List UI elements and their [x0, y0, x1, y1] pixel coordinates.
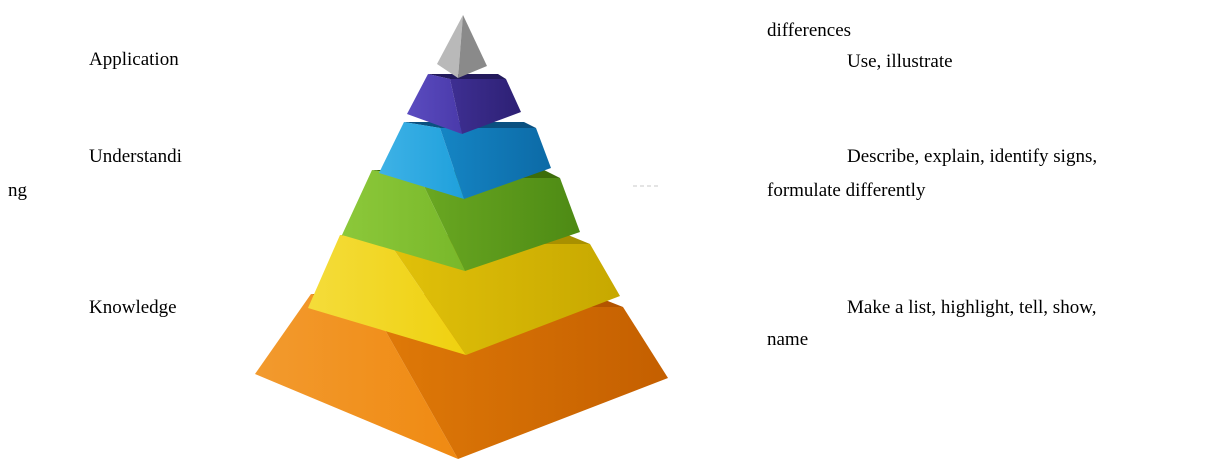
pyramid-tier-gray-cap [437, 15, 487, 78]
text-understanding-verbs-line2: formulate differently [767, 180, 926, 201]
label-understanding-part1: Understandi [89, 146, 182, 167]
label-application: Application [89, 49, 179, 70]
text-application-verbs: Use, illustrate [847, 51, 953, 72]
text-differences-fragment: differences [767, 20, 852, 41]
faint-dash-decoration [633, 185, 661, 187]
text-knowledge-verbs-line2: name [767, 329, 809, 350]
text-understanding-verbs-line1: Describe, explain, identify signs, [847, 146, 1098, 167]
pyramid-tier-purple [407, 74, 521, 134]
pyramid-tier-blue [379, 122, 551, 199]
label-understanding-part2: ng [8, 180, 27, 201]
text-knowledge-verbs-line1: Make a list, highlight, tell, show, [847, 297, 1097, 318]
label-knowledge: Knowledge [89, 297, 177, 318]
